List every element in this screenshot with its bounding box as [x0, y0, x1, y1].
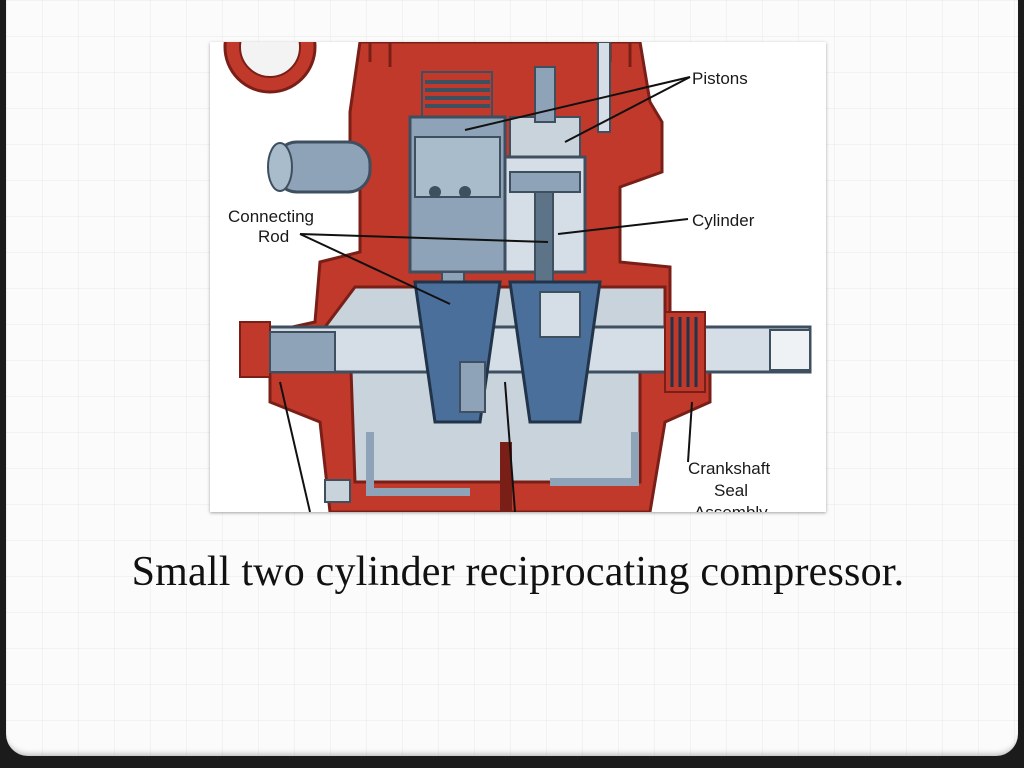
compressor-diagram: Pistons Cylinder Connecting Rod Cranksha… — [210, 42, 826, 512]
crankshaft-seal-assembly — [664, 311, 706, 393]
oil-tubes — [324, 432, 639, 503]
label-crankshaft-seal-line1: Crankshaft — [688, 459, 770, 478]
label-connecting-rod-line1: Connecting — [228, 207, 314, 226]
right-piston — [503, 42, 611, 283]
label-connecting-rod-line2: Rod — [258, 227, 289, 246]
slide-caption: Small two cylinder reciprocating compres… — [131, 549, 905, 595]
label-crankshaft-seal-line3: Assembly — [694, 503, 768, 512]
label-crankshaft-seal-line2: Seal — [714, 481, 748, 500]
label-cylinder: Cylinder — [692, 211, 755, 230]
compressor-cutaway-illustration: Pistons Cylinder Connecting Rod Cranksha… — [223, 42, 812, 512]
intake-pipe — [267, 140, 372, 194]
crankshaft — [239, 280, 812, 424]
slide: Pistons Cylinder Connecting Rod Cranksha… — [6, 0, 1018, 756]
label-leader-lines — [279, 76, 693, 512]
label-pistons: Pistons — [692, 69, 748, 88]
